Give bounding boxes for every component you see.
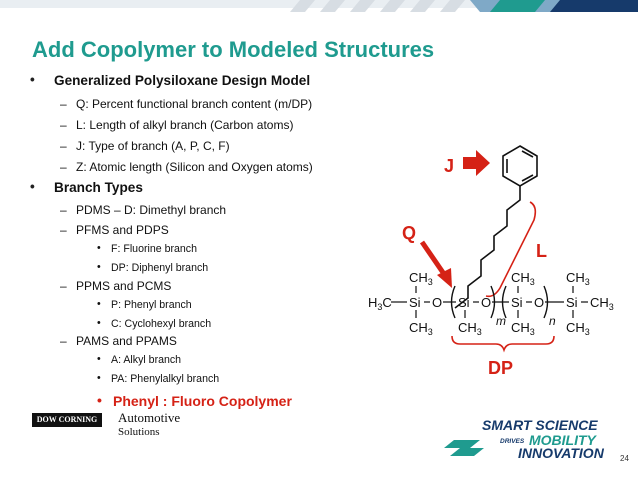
ch3-top-4: CH3: [566, 270, 590, 287]
ch3-top-3: CH3: [511, 270, 535, 287]
bullet-dot-icon: •: [30, 72, 35, 87]
svg-text:MOBILITY: MOBILITY: [529, 432, 598, 448]
down-right-arrow-icon: [419, 240, 452, 288]
svg-text:DRIVES: DRIVES: [500, 438, 525, 445]
repeat-unit-brackets: [450, 285, 549, 319]
o-atom-2: O: [481, 295, 491, 310]
ch3-end: CH3: [590, 295, 614, 312]
benzene-ring: [502, 145, 538, 187]
o-atom-1: O: [432, 295, 442, 310]
subscript-n: n: [549, 314, 556, 328]
slide-title: Add Copolymer to Modeled Structures: [32, 37, 435, 62]
header-decoration-bar: [0, 0, 638, 12]
ch3-bottom-4: CH3: [566, 320, 590, 337]
si-atom-3: Si: [511, 295, 523, 310]
label-dp: DP: [488, 358, 513, 378]
automotive-solutions-logo: Automotive Solutions: [118, 410, 181, 439]
svg-text:INNOVATION: INNOVATION: [518, 445, 605, 461]
label-j: J: [444, 156, 454, 176]
si-atom-4: Si: [566, 295, 578, 310]
label-l: L: [536, 241, 547, 261]
right-arrow-icon: [463, 150, 490, 176]
h3c-end: H3C: [368, 295, 392, 312]
subscript-m: m: [496, 314, 506, 328]
label-q: Q: [402, 223, 416, 243]
smart-science-logo: SMART SCIENCE DRIVES MOBILITY INNOVATION: [444, 417, 605, 461]
l-bracket: [485, 201, 537, 298]
dow-corning-logo: DOW CORNING: [32, 413, 102, 427]
ch3-top-1: CH3: [409, 270, 433, 287]
svg-text:SMART SCIENCE: SMART SCIENCE: [482, 417, 598, 433]
ch3-bottom-1: CH3: [409, 320, 433, 337]
si-atom-2: Si: [458, 295, 470, 310]
polysiloxane-structure-diagram: J L Q CH3 CH3 CH3 H3C Si O Si O Si O Si …: [368, 145, 614, 378]
alkyl-chain: [454, 186, 521, 309]
o-atom-3: O: [534, 295, 544, 310]
bullet-list: • Generalized Polysiloxane Design Model …: [30, 72, 313, 409]
ch3-bottom-3: CH3: [511, 320, 535, 337]
ch3-bottom-2: CH3: [458, 320, 482, 337]
bullet-dot-icon: •: [30, 179, 35, 194]
si-atom-1: Si: [409, 295, 421, 310]
page-number: 24: [620, 454, 629, 463]
dp-brace: [451, 335, 555, 353]
